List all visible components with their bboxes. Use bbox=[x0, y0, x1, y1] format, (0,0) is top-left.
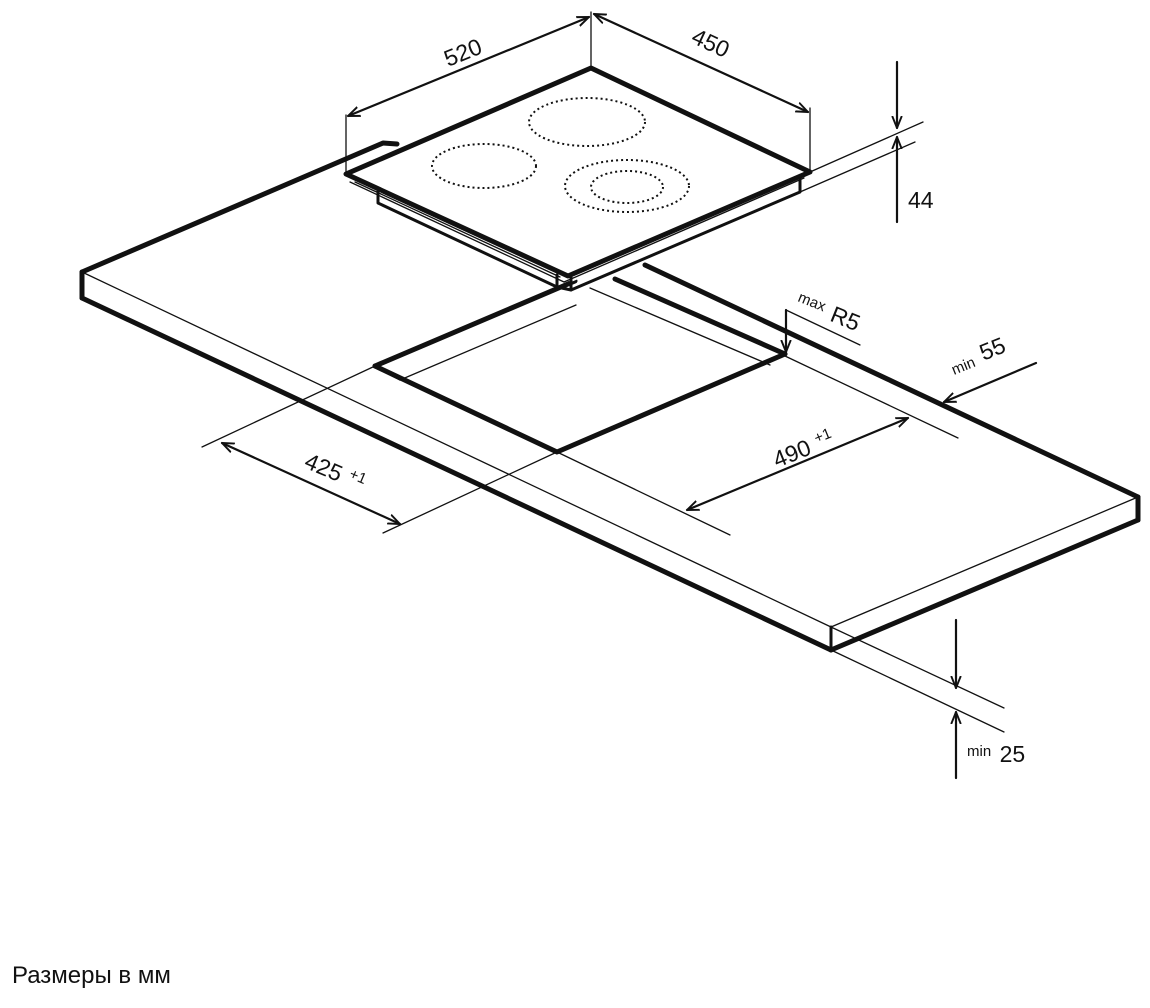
label-490-tol: +1 bbox=[812, 425, 834, 447]
label-55: min 55 bbox=[945, 332, 1009, 379]
label-425: 425 +1 bbox=[301, 448, 369, 497]
burner-left bbox=[431, 143, 537, 189]
hob bbox=[343, 65, 813, 292]
label-425-tol: +1 bbox=[347, 466, 369, 488]
label-44: 44 bbox=[908, 187, 934, 213]
label-25: min 25 bbox=[967, 741, 1025, 767]
label-25-prefix: min bbox=[967, 743, 991, 760]
label-425-value: 425 bbox=[301, 448, 346, 487]
label-450: 450 bbox=[688, 23, 734, 63]
burner-front-outer bbox=[564, 159, 690, 213]
dim-hob-height: 44 bbox=[799, 60, 934, 224]
label-520: 520 bbox=[440, 33, 485, 71]
label-55-prefix: min bbox=[949, 354, 978, 379]
label-25-value: 25 bbox=[1000, 741, 1026, 767]
units-caption: Размеры в мм bbox=[12, 962, 171, 989]
label-r5: max R5 bbox=[793, 287, 864, 336]
label-55-value: 55 bbox=[976, 332, 1009, 366]
burner-front-inner bbox=[590, 170, 664, 204]
worktop-cutout bbox=[372, 276, 788, 455]
label-r5-value: R5 bbox=[827, 301, 864, 336]
label-r5-prefix: max bbox=[796, 289, 829, 316]
dim-worktop-thickness: min 25 bbox=[830, 618, 1025, 780]
